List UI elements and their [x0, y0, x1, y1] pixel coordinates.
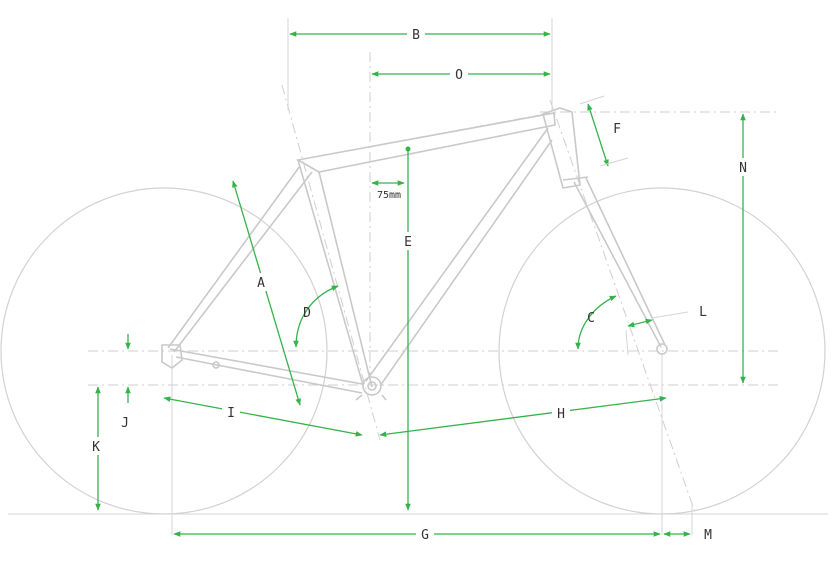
- label-g: G: [421, 528, 429, 543]
- label-c: C: [587, 311, 595, 326]
- label-d: D: [303, 306, 311, 321]
- steer-axis-line: [549, 99, 697, 516]
- dimension-i: I: [163, 396, 363, 437]
- rear-wheel: [0, 187, 328, 515]
- label-75mm: 75mm: [377, 190, 401, 201]
- label-m: M: [704, 528, 712, 543]
- dimension-n: N: [734, 113, 752, 384]
- dimension-f: F: [579, 95, 629, 167]
- dimension-h: H: [379, 396, 667, 437]
- bike-frame: [161, 107, 668, 401]
- label-h: H: [557, 407, 565, 422]
- label-k: K: [92, 440, 100, 455]
- dimension-j: J: [121, 334, 131, 431]
- dimension-c: C: [575, 295, 617, 350]
- dimension-g: G: [173, 525, 661, 543]
- dimension-75mm: 75mm: [371, 180, 405, 201]
- label-b: B: [412, 28, 420, 43]
- label-o: O: [455, 68, 463, 83]
- dimension-l: L: [625, 305, 707, 356]
- dimension-m: M: [663, 528, 712, 543]
- dimension-k: K: [88, 386, 106, 511]
- seat-axis-line: [281, 84, 381, 441]
- label-f: F: [613, 122, 621, 137]
- label-i: I: [227, 406, 235, 421]
- label-a: A: [257, 276, 265, 291]
- dimension-e: E: [399, 146, 417, 511]
- dimension-o: O: [371, 65, 551, 83]
- dimension-d: D: [293, 285, 339, 348]
- label-j: J: [121, 416, 129, 431]
- label-l: L: [699, 305, 707, 320]
- label-e: E: [404, 235, 412, 250]
- label-n: N: [739, 161, 747, 176]
- dimension-a: A: [232, 180, 301, 406]
- dimension-b: B: [289, 25, 551, 43]
